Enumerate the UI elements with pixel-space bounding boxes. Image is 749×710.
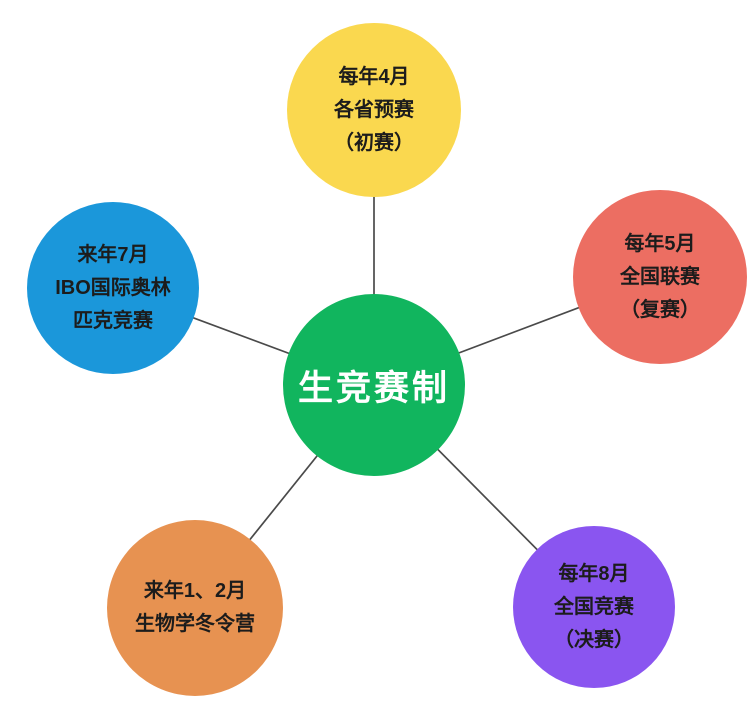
- node-ibo-international-olympiad: 来年7月 IBO国际奥林 匹克竞赛: [27, 202, 199, 374]
- node-label-line: 每年8月: [558, 562, 630, 585]
- node-label-line: 来年1、2月: [143, 580, 247, 602]
- node-label-line: 匹克竞赛: [73, 309, 153, 332]
- node-label-line: 全国联赛: [620, 265, 700, 288]
- node-label-line: （初赛）: [334, 131, 414, 154]
- node-may-national-league: 每年5月 全国联赛 （复赛）: [573, 190, 747, 364]
- center-node-label: 生竞赛制: [297, 368, 450, 408]
- node-label-line: 每年4月: [338, 65, 410, 88]
- node-label-line: 来年7月: [77, 243, 149, 266]
- node-label-line: 各省预赛: [334, 98, 414, 121]
- center-node: 生竞赛制: [283, 294, 465, 476]
- node-label-line: 生物学冬令营: [135, 613, 255, 635]
- node-label-line: （决赛）: [554, 628, 634, 651]
- node-april-provincial-preliminary: 每年4月 各省预赛 （初赛）: [287, 23, 461, 197]
- node-label-line: 每年5月: [624, 232, 696, 255]
- node-label-line: 全国竞赛: [554, 595, 634, 618]
- node-winter-camp: 来年1、2月 生物学冬令营: [107, 520, 283, 696]
- node-august-national-final: 每年8月 全国竞赛 （决赛）: [513, 526, 675, 688]
- node-label-line: （复赛）: [620, 298, 700, 321]
- node-label-line: IBO国际奥林: [55, 276, 171, 299]
